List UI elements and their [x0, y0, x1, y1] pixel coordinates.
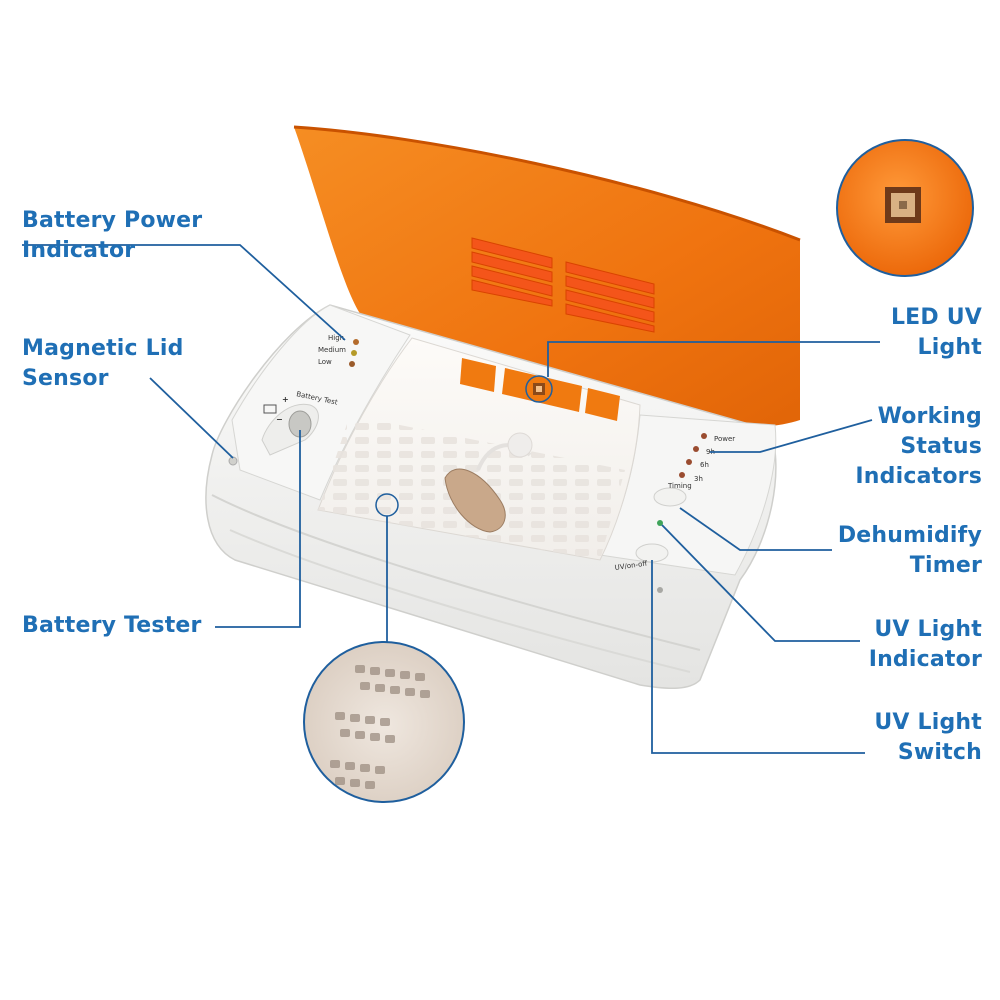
tray-zoom-inset — [303, 641, 465, 803]
callout-led-uv-light: LED UV Light — [891, 303, 982, 363]
leader-uv-switch — [651, 560, 865, 754]
leader-uv-indicator — [661, 524, 860, 642]
callout-line: Sensor — [22, 366, 109, 391]
led-marker — [525, 375, 553, 403]
callout-line: LED UV — [890, 305, 982, 330]
callout-uv-light-switch: UV Light Switch — [874, 708, 982, 768]
leader-dehumidify — [679, 507, 832, 551]
leader-lines — [22, 244, 880, 754]
uv-led-windows — [460, 358, 620, 421]
leader-working-status — [710, 419, 873, 453]
callout-line: UV Light — [874, 617, 982, 642]
battery-tester-slot — [261, 403, 319, 456]
leader-battery-power — [22, 244, 346, 341]
label-high: High — [328, 334, 344, 342]
label-6h: 6h — [700, 461, 709, 469]
leader-magnetic-lid — [149, 377, 234, 459]
callout-line: Dehumidify — [837, 523, 982, 548]
callout-line: Indicator — [868, 647, 982, 672]
callout-dehumidify-timer: Dehumidify Timer — [838, 521, 982, 581]
callout-working-status-indicators: Working Status Indicators — [855, 402, 982, 492]
callout-battery-tester: Battery Tester — [22, 611, 202, 641]
led-zoom-inset — [836, 139, 974, 277]
callout-line: Battery Power — [22, 208, 203, 233]
callout-line: Magnetic Lid — [22, 336, 184, 361]
callout-line: Indicator — [22, 238, 136, 263]
device-body — [205, 304, 777, 690]
orange-lid — [293, 125, 801, 429]
callout-battery-power-indicator: Battery Power Indicator — [22, 206, 202, 266]
callout-line: Status — [900, 434, 982, 459]
callout-line: Switch — [897, 740, 982, 765]
leader-battery-tester — [215, 430, 301, 628]
callout-line: Working — [877, 404, 982, 429]
callout-line: Light — [917, 335, 982, 360]
label-medium: Medium — [318, 346, 346, 354]
label-3h: 3h — [694, 475, 703, 483]
leader-led-uv — [547, 341, 880, 377]
callout-line: Timer — [909, 553, 982, 578]
callout-line: Indicators — [855, 464, 982, 489]
lid-vent-left — [471, 237, 553, 307]
label-plus: + — [282, 395, 289, 404]
label-timing: Timing — [667, 482, 692, 490]
label-minus: − — [276, 415, 283, 424]
label-low: Low — [318, 358, 332, 366]
hearing-aid — [444, 432, 533, 533]
lid-vent-right — [565, 261, 655, 333]
callout-magnetic-lid-sensor: Magnetic Lid Sensor — [22, 334, 184, 394]
callout-line: Battery Tester — [22, 613, 202, 638]
callout-uv-light-indicator: UV Light Indicator — [869, 615, 982, 675]
label-power: Power — [714, 435, 735, 443]
callout-line: UV Light — [874, 710, 982, 735]
